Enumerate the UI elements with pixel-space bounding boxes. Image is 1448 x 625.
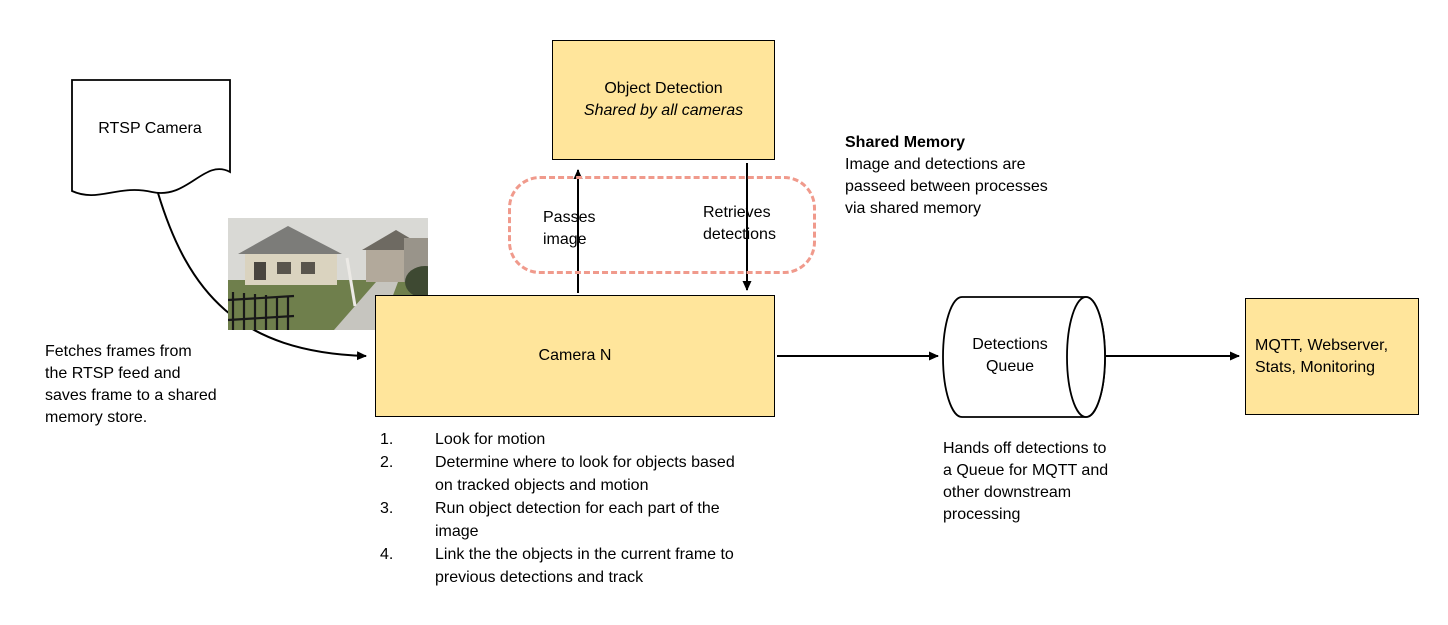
step-text: Determine where to look for objects base… bbox=[435, 454, 735, 494]
camera-n-node: Camera N bbox=[375, 295, 775, 417]
handoff-note: Hands off detections to a Queue for MQTT… bbox=[943, 440, 1109, 523]
step-number: 3. bbox=[380, 500, 394, 517]
shared-memory-region bbox=[508, 176, 816, 274]
step-number: 4. bbox=[380, 546, 394, 563]
rtsp-camera-label: RTSP Camera bbox=[98, 120, 202, 137]
list-item: 3. Run object detection for each part of… bbox=[380, 497, 760, 543]
camera-steps-list: 1. Look for motion 2. Determine where to… bbox=[380, 428, 760, 589]
step-text: Link the the objects in the current fram… bbox=[435, 546, 734, 586]
camera-snapshot bbox=[228, 218, 428, 330]
mqtt-node: MQTT, Webserver, Stats, Monitoring bbox=[1245, 298, 1419, 415]
shared-memory-note: Shared Memory Image and detections are p… bbox=[845, 132, 1053, 220]
object-detection-subtitle: Shared by all cameras bbox=[583, 102, 744, 119]
detections-queue-node: Detections Queue bbox=[958, 334, 1062, 378]
passes-image-label: Passes image bbox=[543, 209, 596, 248]
list-item: 2. Determine where to look for objects b… bbox=[380, 451, 760, 497]
shared-memory-title: Shared Memory bbox=[845, 134, 966, 151]
shared-memory-body: Image and detections are passeed between… bbox=[845, 156, 1048, 217]
step-text: Look for motion bbox=[435, 431, 546, 448]
step-number: 1. bbox=[380, 431, 394, 448]
object-detection-title: Object Detection bbox=[604, 80, 723, 97]
retrieves-detections-label: Retrieves detections bbox=[703, 204, 776, 243]
fetch-frames-note: Fetches frames from the RTSP feed and sa… bbox=[45, 343, 217, 426]
step-number: 2. bbox=[380, 454, 394, 471]
rtsp-camera-node: RTSP Camera bbox=[82, 118, 218, 140]
mqtt-label: MQTT, Webserver, Stats, Monitoring bbox=[1255, 336, 1389, 376]
object-detection-node: Object Detection Shared by all cameras bbox=[552, 40, 775, 160]
detections-queue-label: Detections Queue bbox=[972, 336, 1048, 375]
step-text: Run object detection for each part of th… bbox=[435, 500, 720, 540]
camera-n-label: Camera N bbox=[538, 347, 612, 364]
list-item: 1. Look for motion bbox=[380, 428, 760, 451]
list-item: 4. Link the the objects in the current f… bbox=[380, 543, 760, 589]
